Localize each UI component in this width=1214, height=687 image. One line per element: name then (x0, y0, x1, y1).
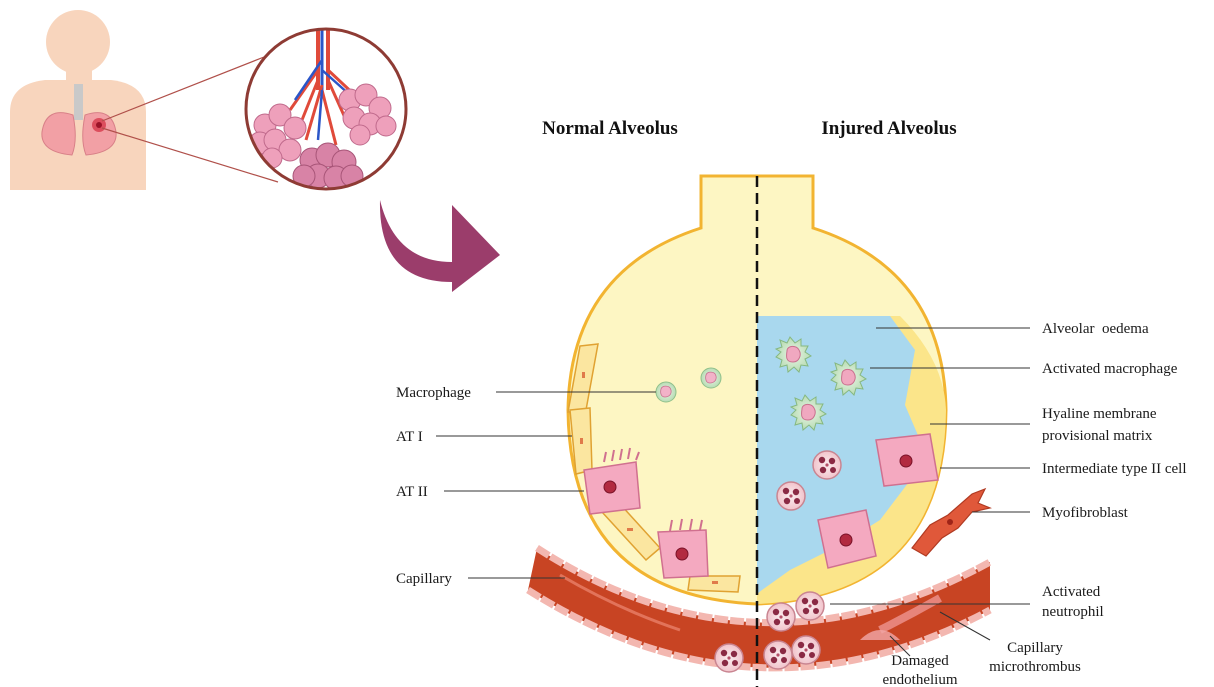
heading-injured-alveolus: Injured Alveolus (821, 118, 956, 139)
heading-normal-alveolus: Normal Alveolus (542, 118, 678, 139)
intermediate-type2-cell (876, 434, 938, 486)
label-alveolar-oedema: Alveolar oedema (1042, 321, 1149, 337)
label-provisional-matrix: provisional matrix (1042, 428, 1153, 444)
macrophage-icon (701, 368, 721, 388)
label-capillary: Capillary (396, 571, 452, 587)
neutrophil-icon (813, 451, 841, 479)
label-microthrombus: microthrombus (989, 659, 1081, 675)
label-capillary-2: Capillary (1007, 640, 1063, 656)
label-at1: AT I (396, 429, 423, 445)
human-figure-icon (10, 10, 146, 190)
label-hyaline-membrane: Hyaline membrane (1042, 406, 1157, 422)
alveoli-magnifier-icon (246, 29, 406, 190)
label-activated-macrophage: Activated macrophage (1042, 361, 1178, 377)
neutrophil-icon (777, 482, 805, 510)
curved-arrow-icon (380, 200, 500, 292)
label-myofibroblast: Myofibroblast (1042, 505, 1129, 521)
macrophage-icon (656, 382, 676, 402)
neutrophil-icon (715, 644, 743, 672)
label-damaged: Damaged (891, 653, 949, 669)
label-neutrophil: neutrophil (1042, 604, 1104, 620)
activated-neutrophil-icon (796, 592, 824, 620)
activated-neutrophil-icon (767, 603, 795, 631)
label-at2: AT II (396, 484, 428, 500)
label-intermediate-type2: Intermediate type II cell (1042, 461, 1187, 477)
label-endothelium: endothelium (883, 672, 958, 687)
neutrophil-icon (792, 636, 820, 664)
label-activated: Activated (1042, 584, 1101, 600)
label-macrophage: Macrophage (396, 385, 471, 401)
neutrophil-icon (764, 641, 792, 669)
